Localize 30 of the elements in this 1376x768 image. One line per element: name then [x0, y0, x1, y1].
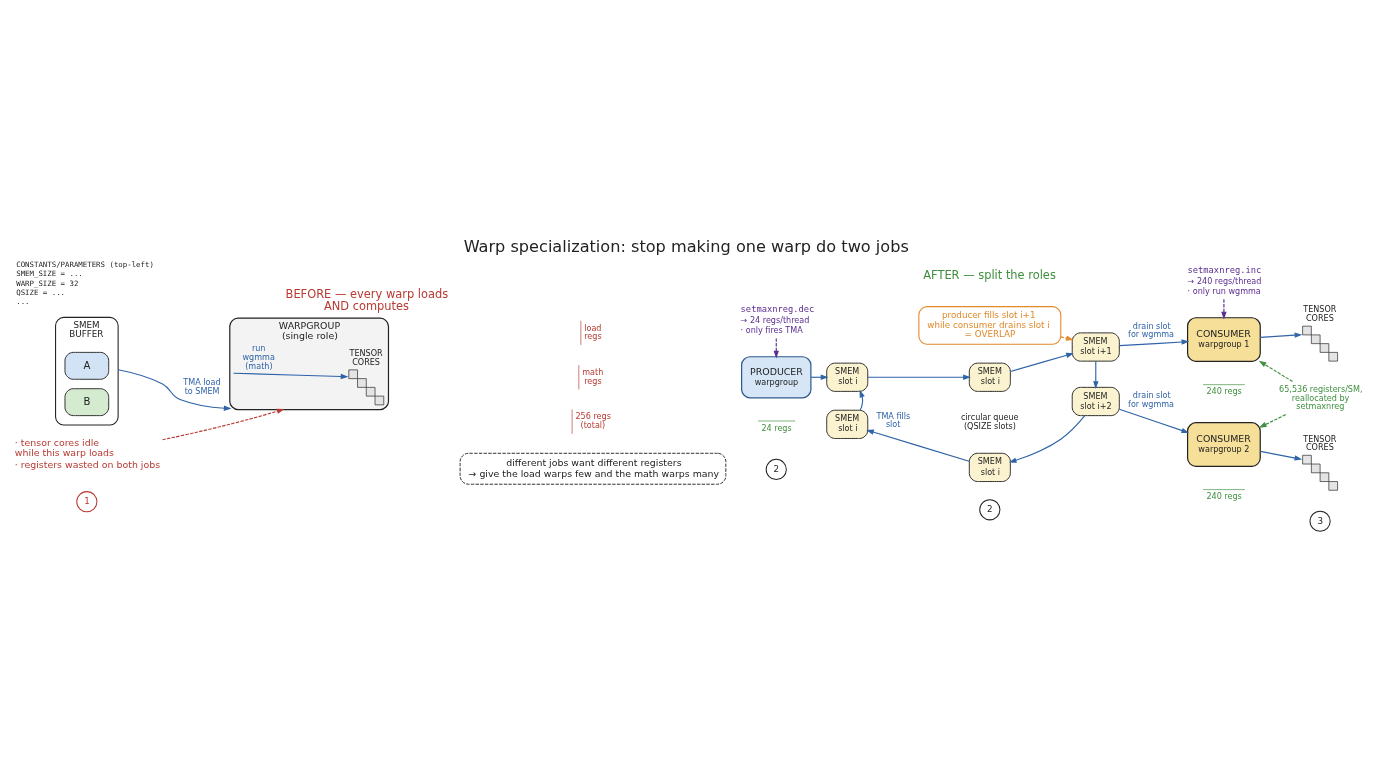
arrow: [866, 429, 970, 462]
arrow: [1060, 335, 1074, 341]
label: BEFORE — every warp loads AND computes: [285, 286, 449, 314]
arrow: [1258, 360, 1294, 383]
node-box: A: [64, 351, 110, 380]
arrow: [1258, 414, 1287, 428]
diagram-title: Warp specialization: stop making one warp do two jobs: [463, 237, 909, 257]
node-circle: 2: [765, 458, 787, 481]
arrow: [1259, 450, 1303, 461]
node-box: producer fills slot i+1 while consumer drains slot i = OVERLAP: [918, 306, 1062, 345]
node-box: different jobs want different registers → give the load warps few and the math warps many: [459, 452, 727, 485]
node-circle: 3: [1309, 510, 1331, 532]
arrow: [859, 389, 865, 411]
node-circle: 1: [76, 491, 98, 513]
arrow: [1008, 415, 1086, 463]
node-circle: 2: [979, 499, 1001, 521]
node-text: · tensor cores idle while this warp loads · registers wasted on both jobs: [14, 437, 161, 470]
arrow: [1118, 339, 1190, 347]
label: AFTER — split the roles: [923, 267, 1056, 282]
node-box: B: [64, 388, 110, 417]
arrow: [773, 337, 779, 359]
arrow: [117, 369, 232, 411]
arrow: [1259, 332, 1303, 338]
arrow: [1093, 360, 1099, 389]
arrow: [867, 374, 971, 380]
arrow: [1009, 352, 1074, 373]
arrow: [162, 408, 285, 441]
arrow: [1118, 408, 1190, 434]
arrow: [1221, 298, 1227, 320]
arrow: [232, 372, 349, 380]
